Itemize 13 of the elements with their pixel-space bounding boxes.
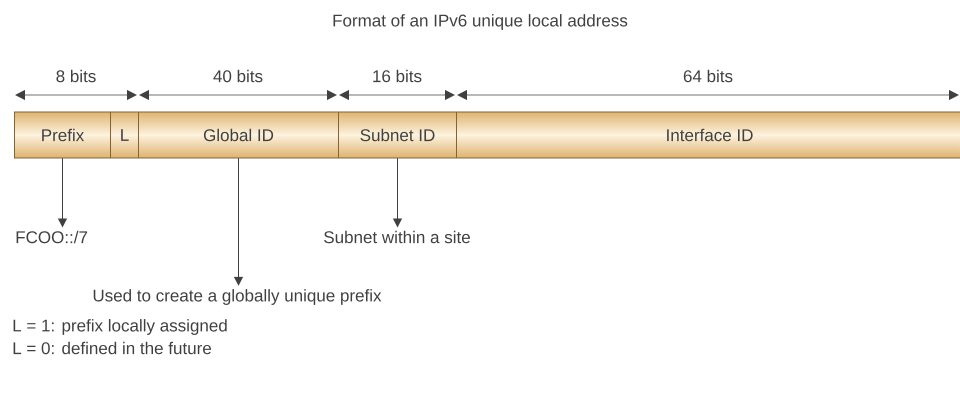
dimension-label: 64 bits <box>684 70 732 82</box>
dimension-label: 16 bits <box>373 70 422 82</box>
description-text: Subnet within a site <box>324 230 470 244</box>
address-field: Interface ID <box>456 112 960 158</box>
address-field: Subnet ID <box>338 112 457 158</box>
title: Format of an IPv6 unique local address <box>334 14 628 30</box>
description-text: FCOO::/7 <box>16 230 88 244</box>
dimension-label: 8 bits <box>56 70 96 82</box>
dimension-label: 40 bits <box>213 70 262 82</box>
address-field: L <box>110 112 139 158</box>
description-text: Used to create a globally unique prefix <box>94 289 382 305</box>
note-text: L = 0: defined in the future <box>14 342 211 354</box>
note-text: L = 1: prefix locally assigned <box>14 319 227 335</box>
